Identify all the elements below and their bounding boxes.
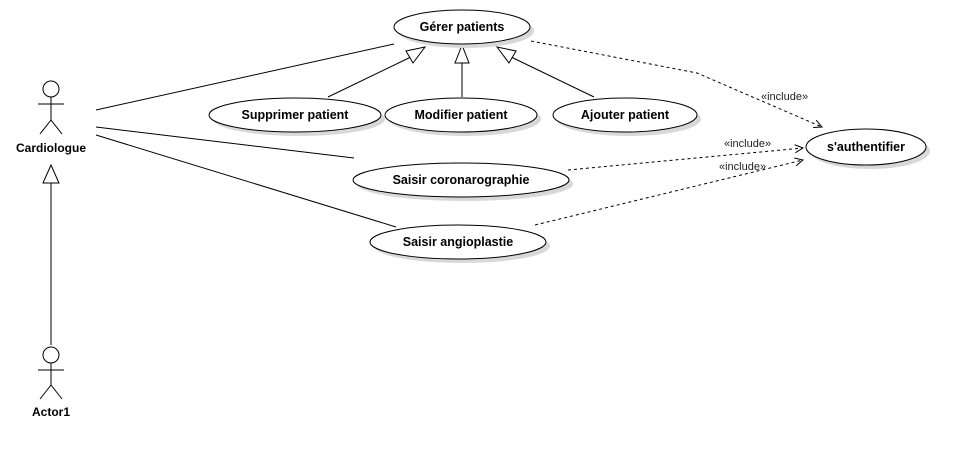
generalization-ajouter-line — [508, 55, 595, 98]
association-cardiologue-saisir-coronarographie — [95, 126, 355, 159]
actor-cardiologue-figure-icon — [38, 80, 64, 135]
generalization-supprimer-line — [327, 55, 414, 98]
use-case-supprimer-patient[interactable]: Supprimer patient — [208, 97, 385, 136]
use-case-saisir-coronarographie-label: Saisir coronarographie — [393, 173, 530, 187]
association-cardiologue-saisir-angioplastie — [95, 134, 397, 228]
actor-cardiologue-label: Cardiologue — [16, 141, 86, 155]
association-cardiologue-gerer-patients — [95, 43, 395, 111]
generalization-modifier-arrowhead — [454, 43, 470, 64]
use-case-saisir-angioplastie[interactable]: Saisir angioplastie — [369, 224, 550, 263]
generalization-ajouter-arrowhead — [495, 46, 517, 64]
generalization-actor1-arrowhead — [42, 163, 60, 184]
use-case-ajouter-patient-label: Ajouter patient — [581, 108, 670, 122]
actor-actor1-label: Actor1 — [32, 405, 70, 419]
use-case-modifier-patient-label: Modifier patient — [414, 108, 508, 122]
use-case-supprimer-patient-label: Supprimer patient — [242, 108, 350, 122]
include-label-angioplastie: «include» — [719, 161, 766, 173]
include-label-coronarographie: «include» — [724, 138, 771, 150]
include-gerer-patients-authentifier — [530, 40, 822, 127]
include-angioplastie-authentifier — [534, 160, 803, 226]
use-case-gerer-patients[interactable]: Gérer patients — [393, 9, 534, 48]
use-case-saisir-coronarographie[interactable]: Saisir coronarographie — [352, 162, 573, 201]
use-case-s-authentifier-label: s'authentifier — [827, 140, 905, 154]
actor-actor1[interactable]: Actor1 — [32, 346, 70, 419]
use-case-gerer-patients-label: Gérer patients — [420, 20, 505, 34]
include-label-gerer: «include» — [761, 91, 808, 103]
use-case-saisir-angioplastie-label: Saisir angioplastie — [403, 235, 514, 249]
generalization-supprimer-arrowhead — [405, 46, 427, 64]
include-coronarographie-authentifier — [567, 148, 803, 171]
actor-actor1-figure-icon — [38, 346, 64, 400]
actor-cardiologue[interactable]: Cardiologue — [16, 80, 86, 155]
use-case-ajouter-patient[interactable]: Ajouter patient — [552, 97, 701, 136]
use-case-modifier-patient[interactable]: Modifier patient — [384, 97, 541, 136]
use-case-s-authentifier[interactable]: s'authentifier — [805, 128, 930, 169]
